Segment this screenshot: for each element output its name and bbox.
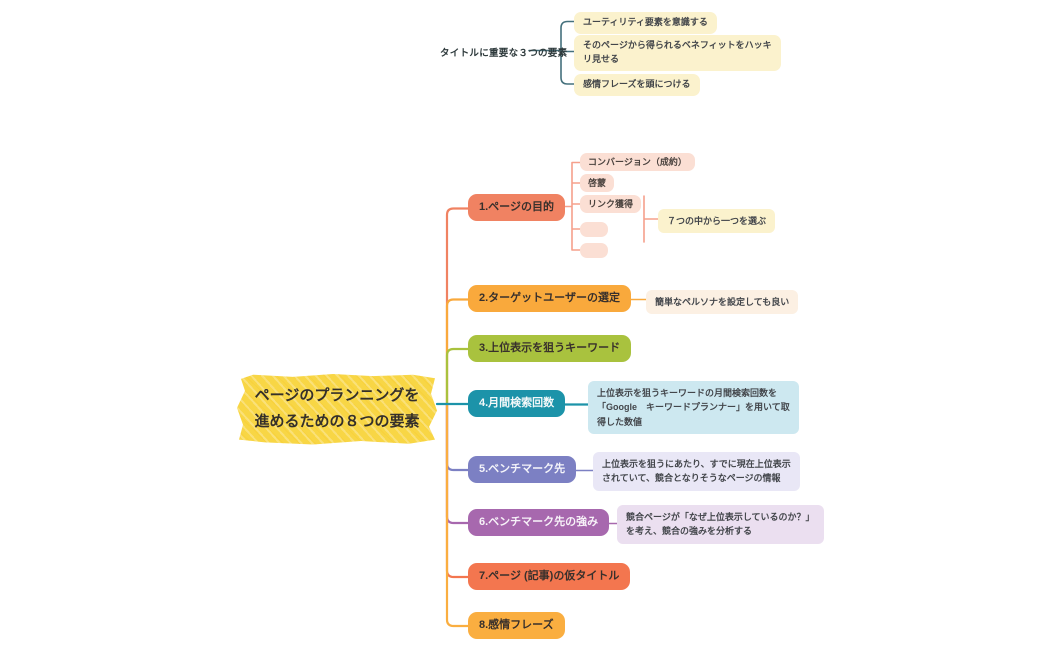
benchmark-strength-note[interactable]: 競合ページが「なぜ上位表示しているのか？」 を考え、競合の強みを分析する <box>617 505 824 544</box>
branch7-connector <box>445 402 472 579</box>
branch-8-emotion-phrase[interactable]: 8.感情フレーズ <box>468 612 565 639</box>
title-group-item-emotion[interactable]: 感情フレーズを頭につける <box>574 74 700 96</box>
branch2-connector <box>445 298 472 406</box>
title-group-item-benefit[interactable]: そのページから得られるベネフィットをハッキ リ見せる <box>574 35 781 71</box>
branch6-connector <box>445 402 472 525</box>
purpose-child-empty-2[interactable] <box>580 243 608 258</box>
branch-3-keyword[interactable]: 3.上位表示を狙うキーワード <box>468 335 632 362</box>
branch5-connector <box>445 402 472 472</box>
branch-4-monthly-searches[interactable]: 4.月間検索回数 <box>468 390 566 417</box>
branch-6-benchmark-strength[interactable]: 6.ベンチマーク先の強み <box>468 509 610 536</box>
title-group-connector <box>528 20 575 85</box>
purpose-child-conversion[interactable]: コンバージョン（成約） <box>580 153 695 172</box>
benchmark-note[interactable]: 上位表示を狙うにあたり、すでに現在上位表示 されていて、競合となりそうなページの… <box>593 452 800 491</box>
branch-1-page-purpose[interactable]: 1.ページの目的 <box>468 194 565 221</box>
purpose-child-empty-1[interactable] <box>580 222 608 237</box>
branch1-connector <box>445 207 472 406</box>
summary-bracket <box>643 195 659 243</box>
target-user-note[interactable]: 簡単なペルソナを設定しても良い <box>646 290 799 315</box>
branch8-connector <box>445 402 472 628</box>
purpose-summary-note[interactable]: ７つの中から一つを選ぶ <box>658 209 776 234</box>
title-group-item-utility[interactable]: ユーティリティ要素を意識する <box>574 12 717 34</box>
central-topic[interactable]: ページのプランニングを 進めるための８つの要素 <box>237 374 437 445</box>
branch-7-draft-title[interactable]: 7.ページ (記事)の仮タイトル <box>468 563 631 590</box>
monthly-searches-note[interactable]: 上位表示を狙うキーワードの月間検索回数を 「Google キーワードプランナー」… <box>588 381 799 435</box>
purpose-child-enlightenment[interactable]: 啓蒙 <box>580 174 615 193</box>
branch3-connector <box>445 347 472 406</box>
purpose-child-link-acquisition[interactable]: リンク獲得 <box>580 195 642 214</box>
title-group-label[interactable]: タイトルに重要な３つの要素 <box>440 48 568 59</box>
branch-2-target-user[interactable]: 2.ターゲットユーザーの選定 <box>468 285 631 312</box>
branch-5-benchmark[interactable]: 5.ベンチマーク先 <box>468 456 577 483</box>
